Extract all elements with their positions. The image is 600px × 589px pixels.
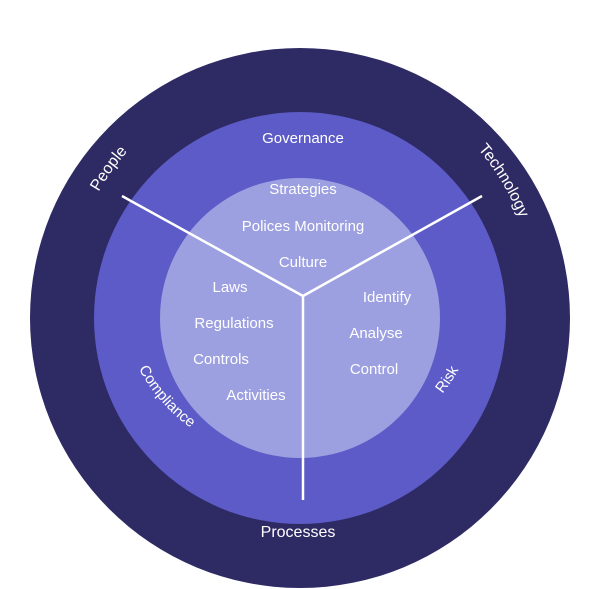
risk-item: Control [350,361,398,378]
sector-title-governance: Governance [262,130,344,147]
compliance-item: Laws [212,279,247,296]
compliance-item: Regulations [194,315,273,332]
risk-item: Analyse [349,325,402,342]
governance-item: Polices Monitoring [242,218,365,235]
divider-right [302,194,483,298]
compliance-item: Controls [193,351,249,368]
risk-item: Identify [363,289,412,306]
compliance-item: Activities [226,387,285,404]
outer-label-processes: Processes [261,524,336,541]
divider-left [121,194,304,298]
governance-item: Culture [279,254,327,271]
governance-item: Strategies [269,181,337,198]
inner-circle [160,178,440,458]
